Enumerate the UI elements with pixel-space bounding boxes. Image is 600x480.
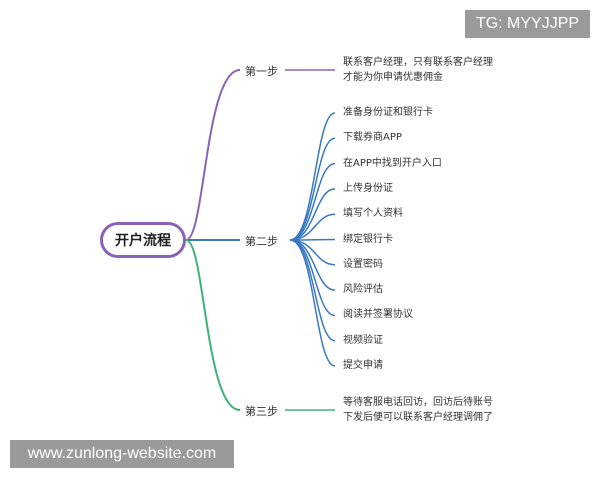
step3-text-line2: 下发后便可以联系客户经理调佣了 — [343, 412, 493, 423]
leaf-connector — [289, 239, 336, 367]
step2-leaf[interactable]: 视频验证 — [343, 334, 383, 346]
step2-leaf[interactable]: 上传身份证 — [343, 182, 393, 194]
step1-text-line2: 才能为你申请优惠佣金 — [343, 72, 443, 83]
branch-step1 — [185, 69, 241, 241]
leaf-connector — [289, 112, 336, 241]
step1-text-line1: 联系客户经理，只有联系客户经理 — [343, 57, 493, 68]
leaf-connector — [289, 238, 336, 241]
leaf-connector — [289, 162, 336, 241]
step1-node[interactable]: 第一步 — [245, 65, 278, 78]
step2-leaf[interactable]: 准备身份证和银行卡 — [343, 107, 433, 118]
leaf-connector — [289, 137, 336, 241]
branch-step3 — [185, 239, 241, 411]
step2-leaf[interactable]: 在APP中找到开户入口 — [343, 157, 442, 169]
step2-leaf[interactable]: 提交申请 — [343, 360, 383, 371]
website-overlay: www.zunlong-website.com — [10, 440, 234, 468]
step2-leaf[interactable]: 绑定银行卡 — [343, 233, 393, 245]
step2-node[interactable]: 第二步 — [245, 235, 278, 248]
step2-leaf-connectors — [289, 112, 336, 367]
step2-leaf[interactable]: 阅读并签署协议 — [343, 309, 413, 321]
step2-leaf[interactable]: 设置密码 — [343, 258, 383, 270]
tg-overlay: TG: MYYJJPP — [465, 10, 590, 38]
step3-node[interactable]: 第三步 — [245, 405, 278, 418]
root-node[interactable]: 开户流程 — [100, 222, 186, 258]
step2-leaf[interactable]: 填写个人资料 — [343, 208, 403, 220]
step2-leaf[interactable]: 下载券商APP — [343, 132, 402, 144]
step3-text-line1: 等待客服电话回访，回访后待账号 — [343, 397, 493, 408]
step2-leaf[interactable]: 风险评估 — [343, 284, 383, 296]
